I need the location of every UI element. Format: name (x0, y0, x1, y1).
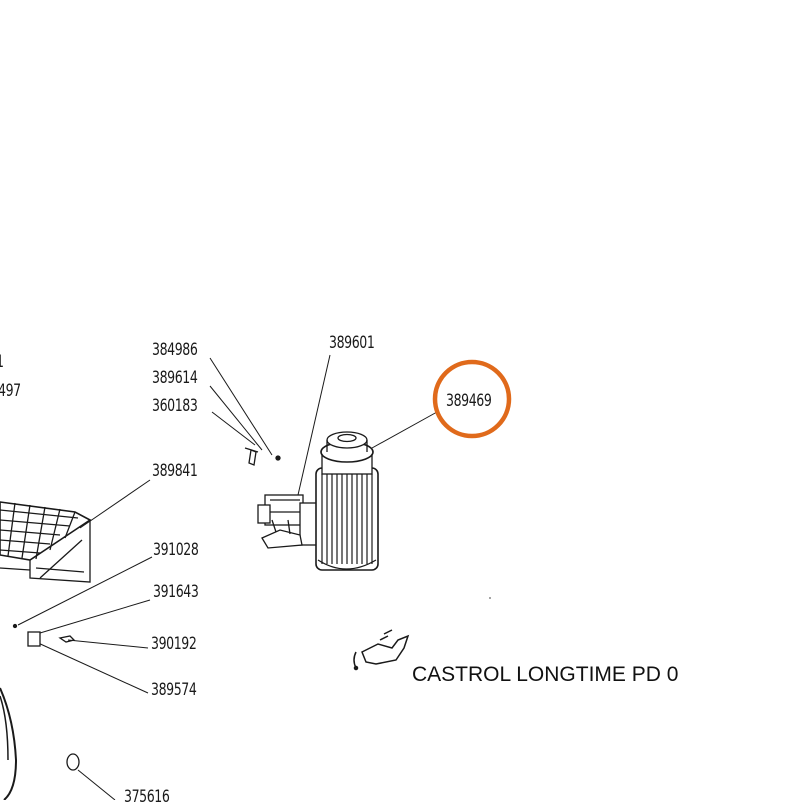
part-number-389841: 389841 (152, 461, 198, 481)
part-number-389601: 389601 (329, 333, 375, 353)
leader-lines (17, 354, 438, 800)
part-number-375616: 375616 (124, 787, 170, 807)
part-number-fragment-497: 497 (0, 381, 21, 401)
small-left-parts (0, 623, 80, 800)
grill-tray (0, 501, 92, 583)
part-number-384986: 384986 (152, 340, 198, 360)
part-number-389614: 389614 (152, 368, 198, 388)
part-number-389469: 389469 (446, 391, 492, 411)
part-number-fragment-top: 1 (0, 354, 4, 371)
highlight-circle (432, 359, 512, 439)
screw-parts (244, 447, 281, 466)
part-number-360183: 360183 (152, 396, 198, 416)
part-number-391028: 391028 (153, 540, 199, 560)
oil-can-icon (353, 629, 410, 671)
pump-unit (257, 494, 319, 549)
part-number-389574: 389574 (151, 680, 197, 700)
motor (315, 431, 379, 571)
part-number-391643: 391643 (153, 582, 199, 602)
oil-note: CASTROL LONGTIME PD 0 (412, 663, 679, 686)
part-number-390192: 390192 (151, 634, 197, 654)
